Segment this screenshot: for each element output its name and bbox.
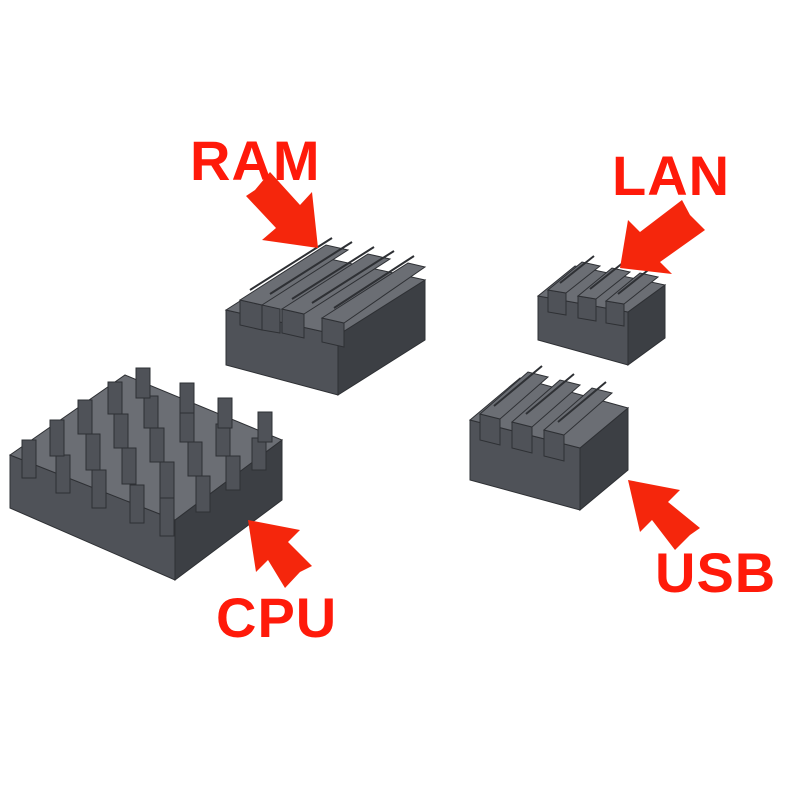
lan-label: LAN	[612, 144, 730, 207]
cpu-heatsink	[8, 367, 284, 581]
ram-label: RAM	[190, 129, 321, 192]
cpu-label: CPU	[216, 586, 337, 649]
lan-heatsink	[536, 255, 667, 366]
lan-arrow	[620, 200, 705, 274]
ram-arrow	[246, 172, 318, 248]
usb-heatsink	[468, 365, 630, 512]
ram-heatsink	[224, 237, 427, 396]
usb-label: USB	[655, 541, 776, 604]
cpu-arrow	[248, 520, 312, 588]
usb-arrow	[628, 480, 700, 550]
